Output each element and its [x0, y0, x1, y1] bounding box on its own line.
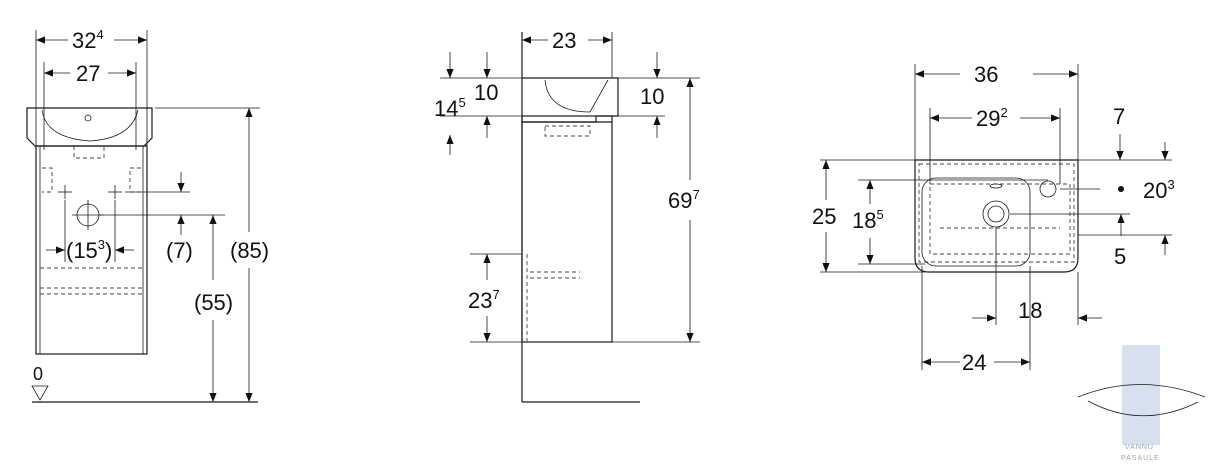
dim-top-left: 10 — [474, 80, 498, 105]
dim-top-offset: 7 — [1113, 104, 1125, 129]
top-view: 36 292 7 203 25 185 5 18 24 — [812, 62, 1175, 375]
watermark-line2: PASAULE — [1121, 455, 1160, 462]
watermark-line1: VANNU — [1125, 444, 1154, 451]
dim-total-height: (85) — [230, 238, 269, 263]
dim-drain-right: 18 — [1018, 298, 1042, 323]
dim-drain-offset: 5 — [1114, 244, 1126, 269]
watermark-logo: VANNU PASAULE — [1077, 345, 1206, 462]
dim-tap-offset: 203 — [1143, 177, 1175, 203]
front-view: 324 27 (153) (7) (55) (85) 0 — [26, 27, 269, 403]
dim-basin-depth: 145 — [434, 95, 466, 121]
dim-waste-height: (55) — [194, 290, 233, 315]
dim-overall-width: 324 — [72, 27, 104, 53]
dim-lower-section: 237 — [468, 287, 500, 313]
dim-drain-left: 24 — [962, 350, 986, 375]
dim-inner-depth: 185 — [852, 207, 884, 233]
dim-depth-top: 25 — [812, 204, 836, 229]
dim-offset-small: (7) — [166, 238, 193, 263]
dim-depth: 23 — [552, 28, 576, 53]
side-view: 23 10 10 145 697 237 — [434, 28, 700, 403]
dim-inner-width: 27 — [76, 61, 100, 86]
dim-outer-width: 36 — [974, 62, 998, 87]
dim-waste-spacing: (153) — [66, 237, 112, 263]
dim-top-right: 10 — [640, 84, 664, 109]
floor-level-label: 0 — [33, 364, 43, 384]
dim-inner-width-top: 292 — [976, 105, 1008, 131]
dim-cabinet-height: 697 — [668, 187, 700, 213]
